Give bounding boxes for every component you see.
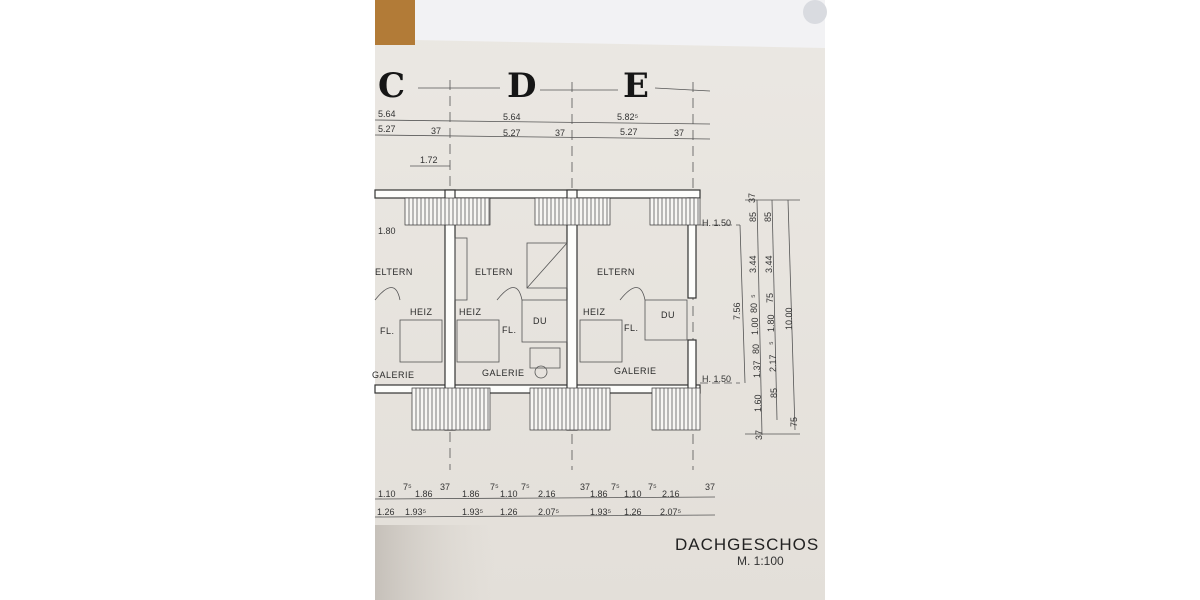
room-flur: FL. <box>380 326 395 336</box>
room-galerie: GALERIE <box>372 370 415 380</box>
dimension-label: 1.37 <box>752 360 762 378</box>
top-paper <box>415 0 825 48</box>
bottom-dimension-lines <box>374 496 716 518</box>
dimension-label: 3.44 <box>764 255 774 273</box>
dimension-label: 5.82⁵ <box>617 112 639 122</box>
balcony-hatch <box>404 197 491 226</box>
dimension-label: 1.86 <box>462 489 480 499</box>
height-mark: H. 1.50 <box>702 218 731 228</box>
dimension-label: 7⁵ <box>648 482 657 492</box>
room-eltern: ELTERN <box>375 267 413 277</box>
dimension-label: 1.80 <box>378 226 396 236</box>
top-dimensions: 5.64 5.64 5.82⁵ 5.27 37 5.27 37 5.27 37 … <box>378 109 684 236</box>
dimension-label: 5.27 <box>378 124 396 134</box>
room-galerie: GALERIE <box>614 366 657 376</box>
dimension-label: 7⁵ <box>403 482 412 492</box>
axis-letter-c: C <box>378 66 405 106</box>
dimension-label: 37 <box>754 430 764 440</box>
dimension-label: 1.93⁵ <box>590 507 612 517</box>
dimension-label: 1.86 <box>590 489 608 499</box>
dimension-label: 1.93⁵ <box>462 507 484 517</box>
dimension-label: 37 <box>580 482 590 492</box>
bottom-dimensions: 1.107⁵1.86371.867⁵1.107⁵2.16371.867⁵1.10… <box>377 482 715 517</box>
dimension-label: 1.00 <box>750 317 760 335</box>
building-outline <box>374 189 701 431</box>
dimension-label: 75 <box>789 417 799 427</box>
dimension-label: 7⁵ <box>490 482 499 492</box>
room-eltern: ELTERN <box>475 267 513 277</box>
shadow <box>375 525 495 600</box>
room-eltern: ELTERN <box>597 267 635 277</box>
wooden-table <box>375 0 415 45</box>
dimension-label: 37 <box>555 128 565 138</box>
dimension-label: 5.27 <box>620 127 638 137</box>
dimension-label: 85 <box>748 212 758 222</box>
dimension-label: 85 <box>769 388 779 398</box>
dimension-label: 1.72 <box>420 155 438 165</box>
dimension-label: 5.64 <box>378 109 396 119</box>
dimension-label: 1.26 <box>377 507 395 517</box>
dimension-label: 10.00 <box>784 307 794 330</box>
axis-letter-e: E <box>623 66 649 106</box>
dimension-label: 37 <box>674 128 684 138</box>
dimension-label: 1.93⁵ <box>405 507 427 517</box>
dimension-label: 37 <box>440 482 450 492</box>
dimension-label: ⁵ <box>767 341 777 345</box>
dimension-label: 7⁵ <box>611 482 620 492</box>
room-heiz: HEIZ <box>583 307 606 317</box>
dimension-label: 5.27 <box>503 128 521 138</box>
dimension-label: 1.26 <box>624 507 642 517</box>
dimension-label: 1.86 <box>415 489 433 499</box>
dimension-label: 37 <box>705 482 715 492</box>
dimension-label: 75 <box>765 293 775 303</box>
dimension-label: 1.10 <box>500 489 518 499</box>
dimension-label: 5.64 <box>503 112 521 122</box>
dimension-label: 2.16 <box>662 489 680 499</box>
dimension-label: 85 <box>763 212 773 222</box>
room-du: DU <box>661 310 675 320</box>
room-galerie: GALERIE <box>482 368 525 378</box>
drawing-scale: M. 1:100 <box>737 554 784 568</box>
dimension-label: 1.26 <box>500 507 518 517</box>
room-flur: FL. <box>624 323 639 333</box>
dimension-label: 2.07⁵ <box>660 507 682 517</box>
dimension-label: ⁵ <box>749 294 759 298</box>
dimension-label: 2.17 <box>768 354 778 372</box>
dimension-label: 37 <box>431 126 441 136</box>
dimension-label: 80 <box>751 344 761 354</box>
balcony-hatch <box>534 197 611 226</box>
dimension-label: 2.07⁵ <box>538 507 560 517</box>
dimension-label: 80 <box>749 303 759 313</box>
room-labels: ELTERN ELTERN ELTERN HEIZ HEIZ HEIZ FL. … <box>372 267 675 380</box>
dimension-label: 7⁵ <box>521 482 530 492</box>
room-du: DU <box>533 316 547 326</box>
room-flur: FL. <box>502 325 517 335</box>
right-dimensions: H. 1.50 H. 1.50 7.56 37 85 3.44 ⁵ 80 1.0… <box>702 193 799 440</box>
glass-object <box>803 0 827 24</box>
room-heiz: HEIZ <box>459 307 482 317</box>
dimension-label: 2.16 <box>538 489 556 499</box>
axis-letter-d: D <box>507 66 536 106</box>
room-heiz: HEIZ <box>410 307 433 317</box>
dimension-label: 1.80 <box>766 314 776 332</box>
dimension-label: 7.56 <box>732 302 742 320</box>
balcony-hatch <box>649 197 701 226</box>
dimension-label: 1.60 <box>753 394 763 412</box>
height-mark: H. 1.50 <box>702 374 731 384</box>
balcony-hatch <box>411 387 491 431</box>
dimension-label: 1.10 <box>624 489 642 499</box>
drawing-title: DACHGESCHOS <box>675 535 819 554</box>
dimension-label: 37 <box>747 193 757 203</box>
dimension-label: 1.10 <box>378 489 396 499</box>
dimension-label: 3.44 <box>748 255 758 273</box>
right-dimension-lines <box>700 199 800 436</box>
